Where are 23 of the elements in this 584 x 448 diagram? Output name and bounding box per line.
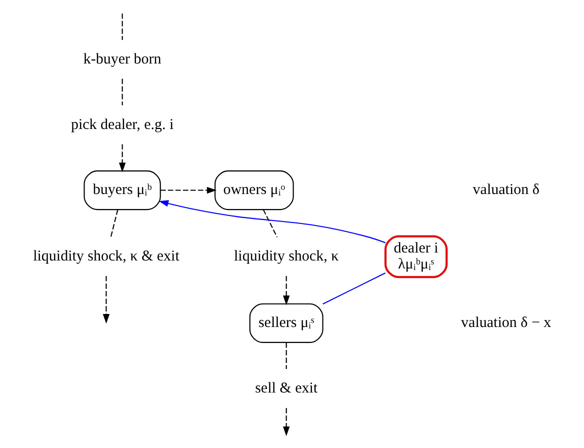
node-box: buyers μᵢᵇ bbox=[83, 170, 160, 210]
node-text: liquidity shock, κ & exit bbox=[32, 248, 179, 265]
node-text: k-buyer born bbox=[82, 51, 161, 68]
connector bbox=[110, 209, 118, 238]
connector bbox=[262, 209, 278, 238]
arrow bbox=[118, 144, 126, 172]
arrow bbox=[282, 276, 290, 306]
connector bbox=[285, 342, 286, 370]
arrow bbox=[158, 200, 386, 244]
connector bbox=[121, 78, 122, 106]
node-box: dealer i λμᵢᵇμᵢˢ bbox=[384, 235, 448, 278]
node-box: sellers μᵢˢ bbox=[248, 303, 323, 343]
arrow bbox=[282, 408, 290, 436]
label: valuation δ − x bbox=[460, 315, 551, 332]
label: valuation δ bbox=[472, 182, 539, 198]
arrow bbox=[160, 186, 216, 194]
connector bbox=[121, 13, 122, 40]
node-box: owners μᵢᵒ bbox=[214, 170, 294, 210]
node-text: sell & exit bbox=[254, 380, 318, 397]
arrow bbox=[102, 276, 110, 324]
connector bbox=[322, 272, 386, 304]
node-text: liquidity shock, κ bbox=[234, 248, 338, 265]
node-text: pick dealer, e.g. i bbox=[70, 116, 174, 133]
